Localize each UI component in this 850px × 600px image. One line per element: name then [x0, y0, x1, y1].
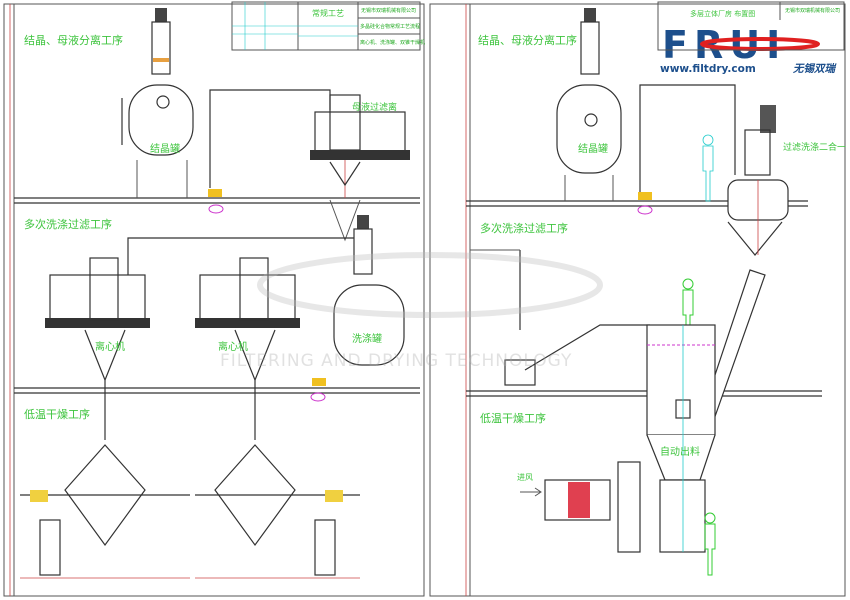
double-cone-dryer-2	[195, 444, 360, 579]
mother-liquor-centrifuge: 母液过滤离	[310, 94, 410, 242]
company-name: 无锡市双瑞机械有限公司	[361, 7, 416, 14]
equipment-list: 离心机、洗涤罐、双锥干燥机	[360, 39, 425, 46]
drawing-name: 常规工艺	[312, 8, 344, 18]
centrifuge-label: 离心机	[95, 340, 125, 353]
watermark: FILTERING AND DRYING TECHNOLOGY	[220, 252, 603, 371]
centrifuge-1: 离心机	[45, 257, 150, 440]
filter-washer-unit: 过滤洗涤二合一	[727, 105, 846, 256]
air-inlet-label: 进风	[517, 473, 533, 482]
section-label: 结晶、母液分离工序	[478, 33, 577, 47]
operator-figure	[702, 134, 714, 202]
left-title-block: 常规工艺 无锡市双瑞机械有限公司 多晶硅化合物常规工艺流程 离心机、洗涤罐、双锥…	[231, 1, 425, 51]
wash-tank: 洗涤罐	[333, 215, 405, 366]
centrifuge-2: 离心机	[195, 257, 300, 440]
section-label: 多次洗涤过滤工序	[480, 221, 568, 235]
filter-washer-label: 过滤洗涤二合一	[783, 141, 846, 153]
drawing-name: 多层立体厂房 布置图	[690, 9, 755, 18]
right-title-block: 多层立体厂房 布置图 无锡市双瑞机械有限公司	[657, 1, 845, 51]
brand-logo: FRUI www.filtdry.com 无锡双瑞	[658, 21, 844, 76]
centrifuge-label: 母液过滤离	[352, 101, 397, 113]
double-cone-dryer-1	[20, 444, 190, 579]
logo-website: www.filtdry.com	[660, 63, 756, 75]
left-sheet: 常规工艺 无锡市双瑞机械有限公司 多晶硅化合物常规工艺流程 离心机、洗涤罐、双锥…	[3, 1, 425, 597]
crystallizer-tank: 结晶罐	[556, 8, 622, 201]
section-label: 结晶、母液分离工序	[24, 33, 123, 47]
wash-tank-label: 洗涤罐	[352, 332, 382, 345]
right-sheet: 结晶、母液分离工序 多次洗涤过滤工序 低温干燥工序 结晶罐 过滤洗涤二合一	[429, 3, 846, 597]
heater-unit: 进风	[517, 461, 641, 553]
crystallizer-tank: 结晶罐	[121, 8, 194, 198]
section-label: 低温干燥工序	[24, 407, 90, 421]
process-title: 多晶硅化合物常规工艺流程	[360, 23, 420, 30]
crystallizer-label: 结晶罐	[578, 142, 608, 155]
flash-dryer-tower: 自动出料	[646, 324, 716, 553]
section-label: 多次洗涤过滤工序	[24, 217, 112, 231]
logo-name-cn: 无锡双瑞	[792, 62, 837, 75]
section-label: 低温干燥工序	[480, 411, 546, 425]
crystallizer-label: 结晶罐	[150, 142, 180, 155]
company-name: 无锡市双瑞机械有限公司	[785, 7, 840, 14]
watermark-text: FILTERING AND DRYING TECHNOLOGY	[220, 351, 572, 371]
logo-wordmark: FRUI	[662, 23, 786, 67]
operator-figure	[704, 512, 716, 576]
auto-discharge-label: 自动出料	[660, 445, 700, 458]
centrifuge-label: 离心机	[218, 340, 248, 353]
